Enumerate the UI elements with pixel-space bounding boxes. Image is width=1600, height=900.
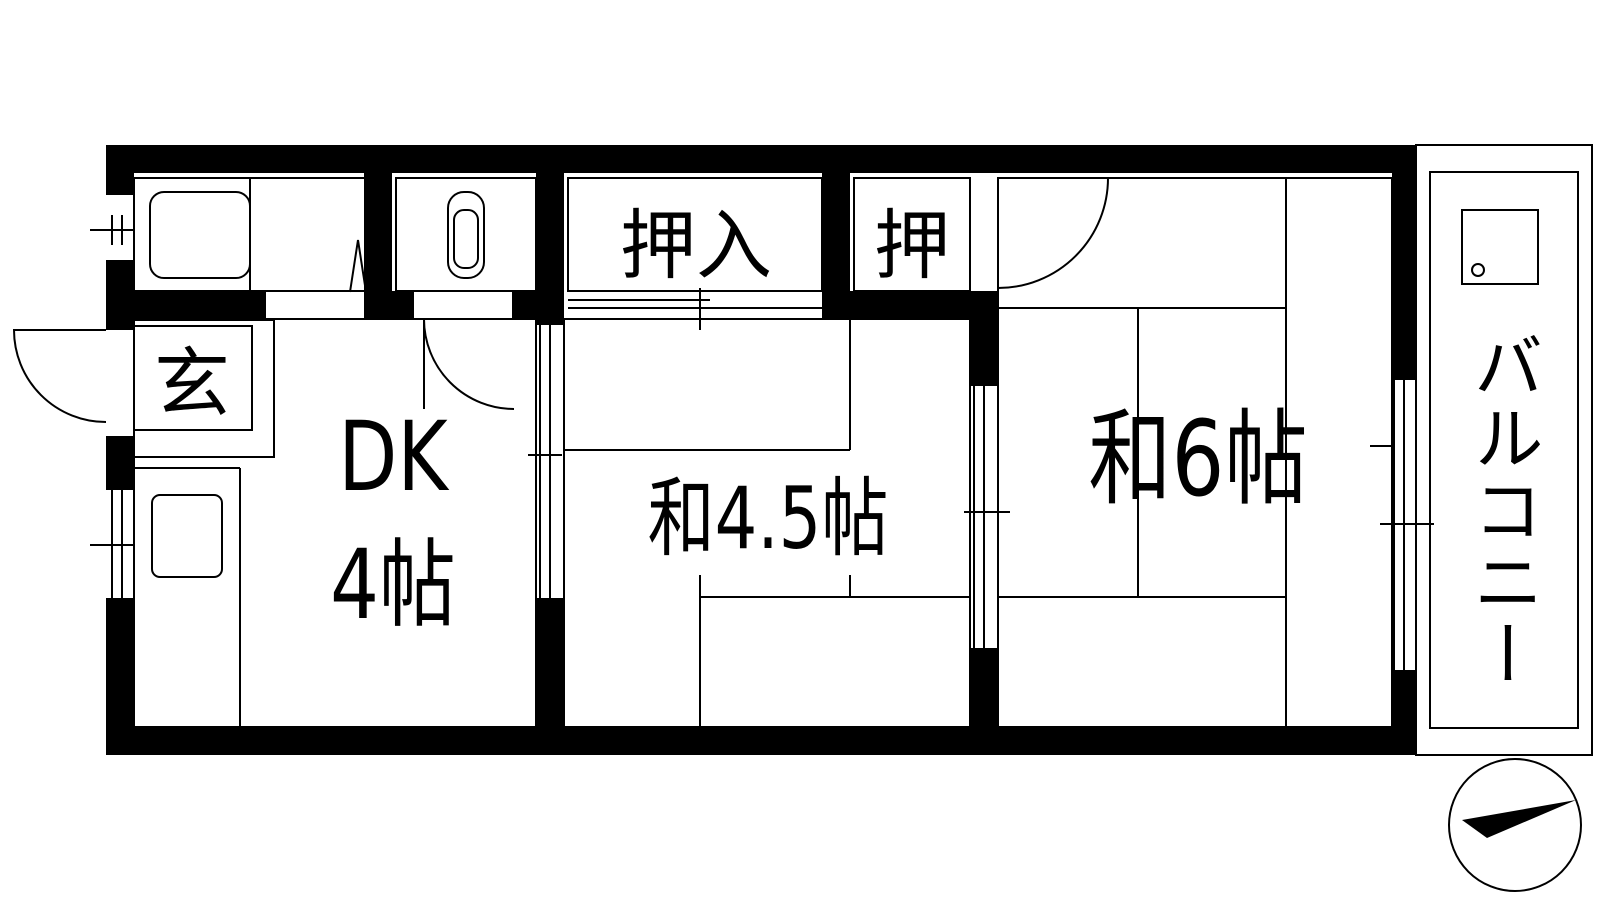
aircon-unit — [1461, 209, 1539, 285]
wall-washitsu-divider-upper — [970, 291, 998, 386]
wall-left-lower — [106, 598, 134, 755]
oshiire-small-label: 押 — [874, 201, 950, 290]
wall-bottom — [106, 727, 1412, 755]
wall-dk-washitsu-upper — [536, 315, 564, 325]
wall-partition-v-3 — [822, 145, 850, 315]
wall-washitsu-divider-lower — [970, 648, 998, 738]
oshiire-label: 押入 — [620, 201, 772, 290]
thin-lines — [12, 144, 1593, 756]
toilet-door-arc — [423, 318, 515, 410]
toilet-room-outline — [395, 177, 537, 292]
balcony-outline — [1415, 144, 1593, 756]
wall-top — [106, 145, 1412, 173]
toilet-bowl — [447, 191, 485, 279]
dk-size-label: 4帖 — [330, 529, 456, 642]
wall-left-upper — [106, 145, 134, 195]
washitsu-large-label: 和6帖 — [1088, 400, 1307, 520]
genkan-label: 玄 — [154, 339, 230, 428]
kitchen-sink — [151, 494, 223, 578]
entrance-door-arc — [12, 329, 107, 423]
balcony-label: バルコニー — [1462, 330, 1544, 690]
washitsu-large-outline — [997, 177, 1393, 728]
wall-partition-v-2 — [536, 145, 564, 315]
wall-right-lower — [1392, 670, 1416, 755]
closet-door-arc — [997, 177, 1110, 290]
bathtub — [149, 191, 251, 279]
wall-left-mid-2 — [106, 436, 134, 490]
walls — [106, 145, 1416, 755]
north-arrow-icon — [1448, 758, 1582, 892]
bath-door-swing — [349, 239, 367, 293]
washitsu-small-outline — [563, 318, 971, 728]
wall-dk-washitsu-lower — [536, 598, 564, 738]
washitsu-small-label: 和4.5帖 — [648, 469, 889, 569]
wall-partition-v-1 — [364, 145, 392, 315]
dk-outline — [133, 318, 537, 728]
wall-right-upper — [1392, 145, 1416, 380]
dk-name-label: DK — [338, 401, 449, 514]
oshiire-small-outline — [853, 177, 971, 292]
wall-partition-h-4 — [822, 291, 998, 319]
wall-partition-h-1 — [106, 291, 266, 319]
